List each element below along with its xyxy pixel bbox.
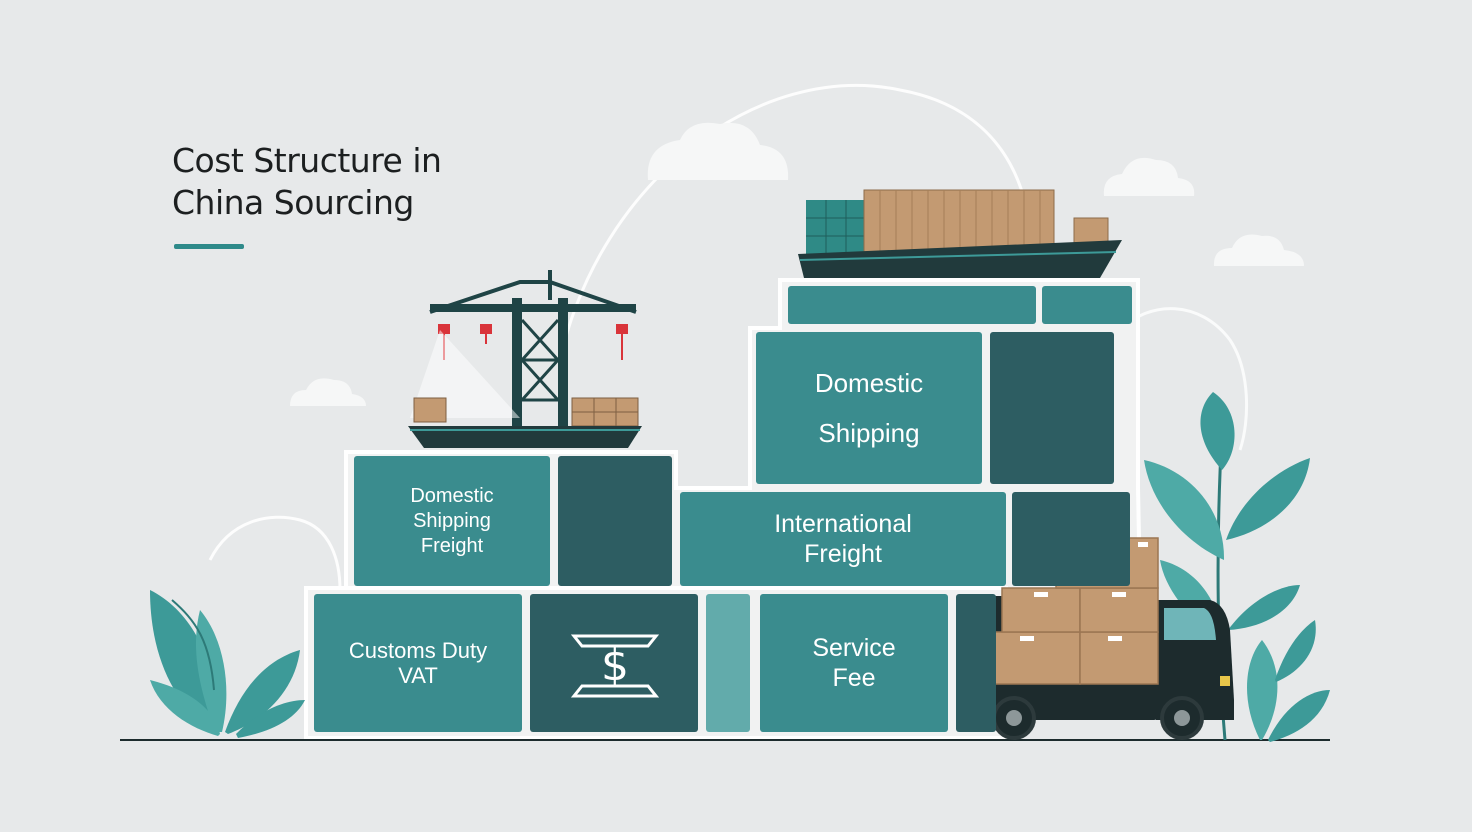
block-label-line: Service	[812, 634, 896, 662]
block-label-line: Freight	[804, 540, 882, 568]
block-label-line: Freight	[420, 534, 484, 557]
cloud-icon	[1213, 234, 1304, 266]
block-pale-strip	[706, 594, 750, 732]
block-international-freight: International Freight	[680, 492, 1006, 586]
block-label-line: Domestic	[814, 368, 924, 398]
block-label-line: VAT	[398, 663, 438, 688]
block-label-line: Shipping	[818, 418, 920, 448]
block-dark-behind-truck	[956, 594, 996, 732]
block-domestic-shipping-freight: Domestic Shipping Freight	[354, 456, 550, 586]
dollar-icon	[570, 634, 660, 698]
cargo-ship-icon	[408, 397, 642, 448]
page-title-line-1: Cost Structure in	[172, 141, 442, 180]
block-customs-duty-vat: Customs Duty VAT	[314, 594, 522, 732]
cloud-icon	[290, 378, 366, 406]
block-label-line: Shipping	[413, 509, 491, 532]
block-dark-tall	[990, 332, 1114, 484]
top-slab-left	[788, 286, 1036, 324]
page-title-line-2: China Sourcing	[172, 183, 414, 222]
cloud-icon	[647, 122, 789, 180]
title-underline	[174, 244, 244, 249]
background-arc-left	[208, 515, 342, 591]
page-title: Cost Structure in China Sourcing	[172, 140, 442, 224]
block-currency	[530, 594, 698, 732]
leaf-plant-icon	[1144, 392, 1330, 742]
background-arc-right	[1118, 307, 1248, 451]
block-label-line: Fee	[832, 664, 876, 692]
top-slab-right	[1042, 286, 1132, 324]
cargo-ship-icon	[798, 189, 1122, 278]
leaf-plant-icon	[150, 590, 305, 738]
block-label-line: International	[774, 510, 912, 538]
block-dark-small	[1012, 492, 1130, 586]
container-crane-icon	[410, 270, 637, 428]
block-label-line: Customs Duty	[348, 638, 488, 663]
block-dark-square	[558, 456, 672, 586]
cloud-icon	[1103, 157, 1195, 196]
block-service-fee: Service Fee	[760, 594, 948, 732]
dollar-sign: $	[601, 640, 629, 691]
block-domestic-shipping: Domestic Shipping	[756, 332, 982, 484]
block-label-line: Domestic	[410, 484, 494, 507]
